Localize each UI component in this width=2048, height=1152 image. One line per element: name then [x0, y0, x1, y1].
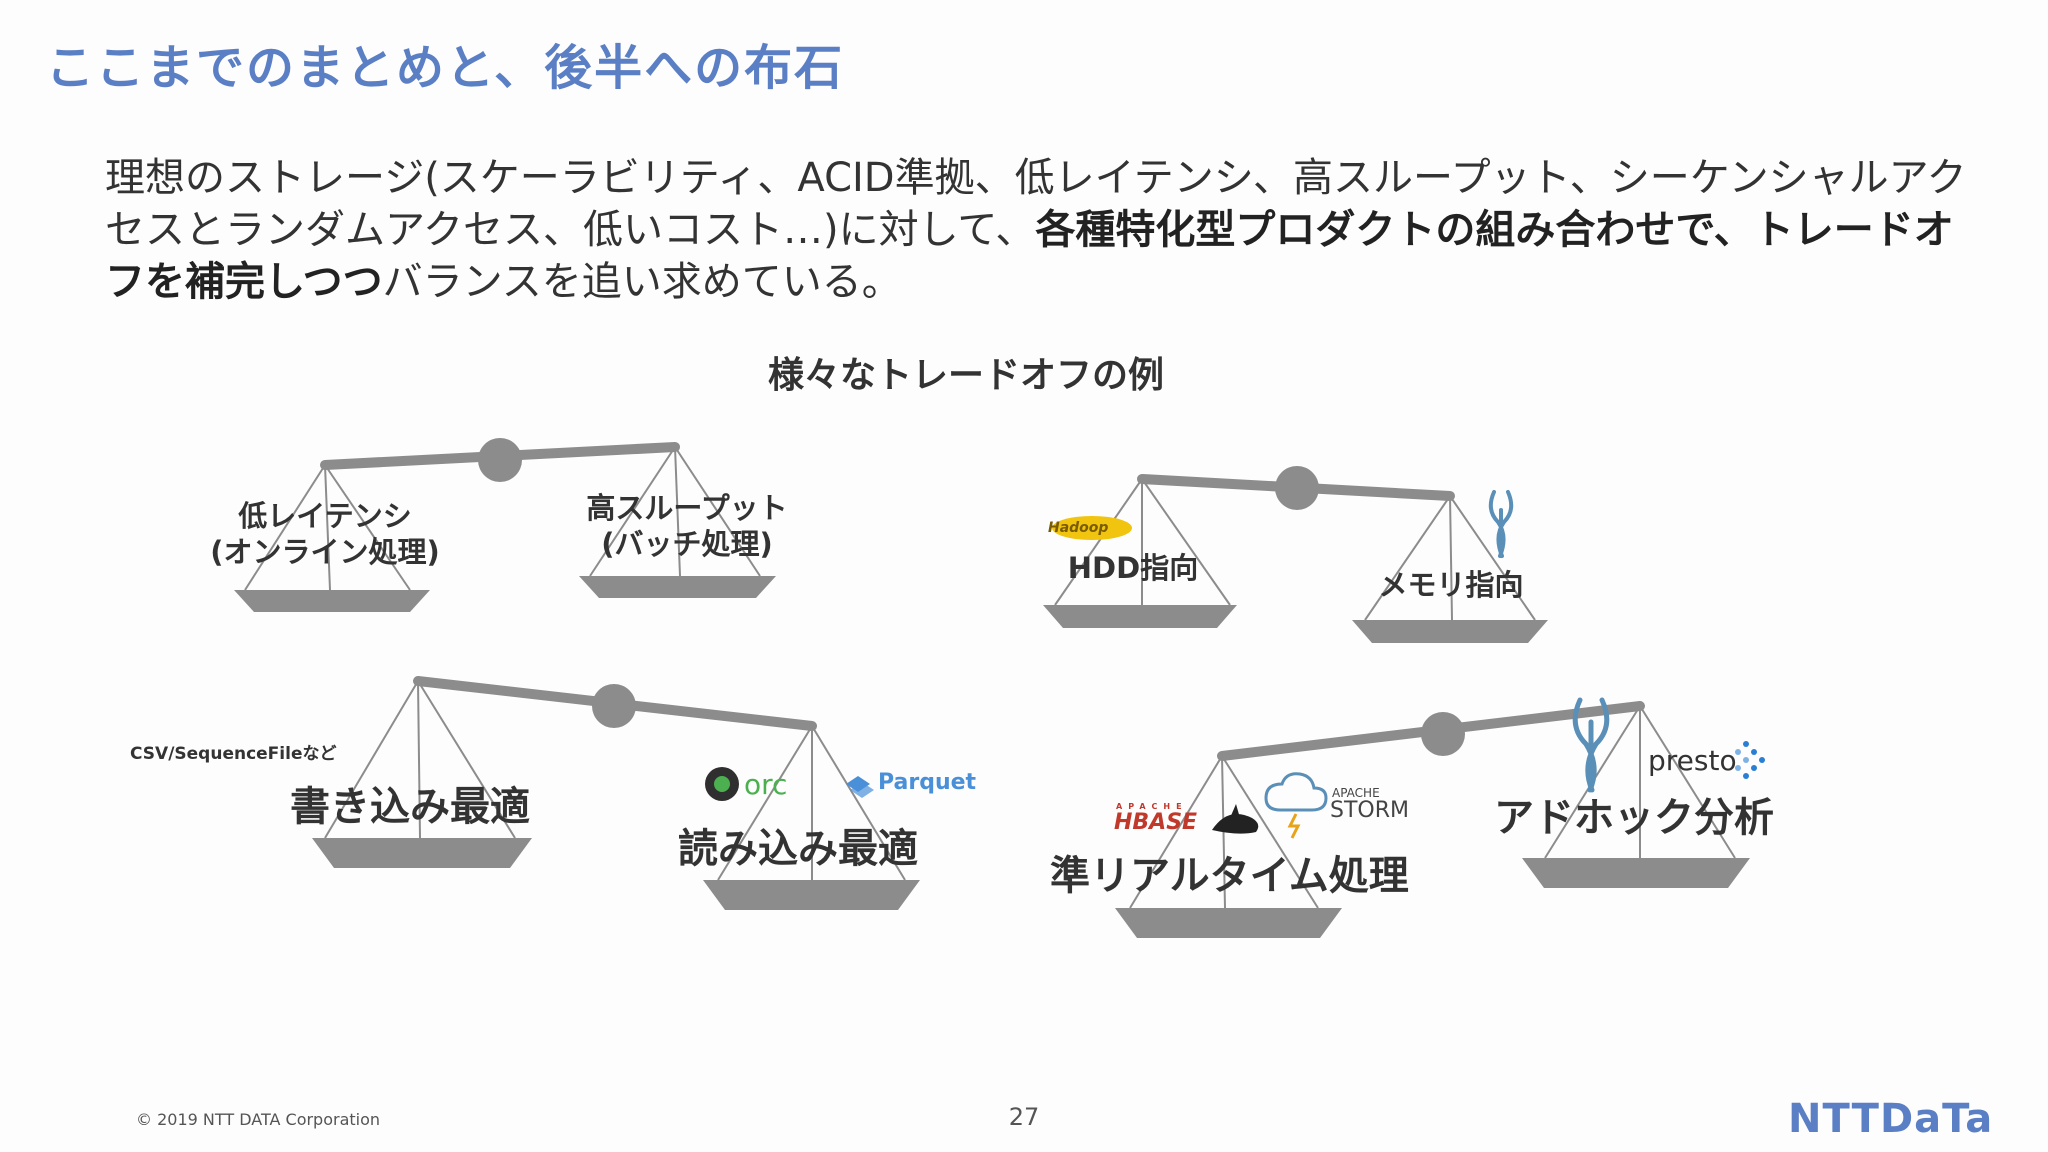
label-high-throughput: 高スループット (バッチ処理) — [562, 490, 812, 562]
page-number: 27 — [1008, 1103, 1040, 1131]
parquet-icon — [846, 776, 874, 798]
label-high-throughput-line1: 高スループット — [586, 491, 788, 525]
orca-icon — [1212, 804, 1259, 834]
scale-format — [312, 676, 920, 910]
label-read-optimized: 読み込み最適 — [678, 826, 918, 872]
hive-icon-2 — [1572, 697, 1610, 793]
hbase-apache-logo: APACHE — [1116, 802, 1188, 811]
copyright: © 2019 NTT DATA Corporation — [136, 1110, 381, 1129]
label-low-latency: 低レイテンシ (オンライン処理) — [205, 498, 445, 570]
lead-paragraph: 理想のストレージ(スケーラビリティ、ACID準拠、低レイテンシ、高スループット、… — [105, 152, 1985, 308]
scale-analytics — [1115, 701, 1750, 938]
label-near-realtime: 準リアルタイム処理 — [1050, 853, 1409, 899]
hadoop-icon — [1052, 516, 1132, 540]
storm-logo: STORM — [1330, 798, 1409, 823]
label-low-latency-line2: (オンライン処理) — [210, 535, 440, 569]
label-csv-note: CSV/SequenceFileなど — [130, 744, 337, 764]
label-hdd: HDD指向 — [1067, 551, 1199, 585]
orc-logo: orc — [744, 768, 788, 801]
storm-apache-logo: APACHE — [1332, 786, 1380, 800]
lead-text-1: 理想のストレージ(スケーラビリティ、ACID準拠、低レイテンシ、高スループット、… — [105, 155, 1967, 253]
presto-logo: presto — [1648, 744, 1737, 777]
slide-title: ここまでのまとめと、後半への布石 — [46, 40, 845, 96]
label-high-throughput-line2: (バッチ処理) — [601, 527, 773, 561]
nttdata-logo: NTTDaTa — [1788, 1096, 1994, 1142]
scale-latency — [234, 438, 776, 612]
presto-icon — [1735, 741, 1765, 779]
hbase-logo: HBASE — [1114, 810, 1198, 835]
subheading: 様々なトレードオフの例 — [767, 355, 1164, 396]
storm-icon — [1264, 772, 1328, 839]
orc-icon — [705, 767, 739, 801]
label-memory: メモリ指向 — [1378, 568, 1524, 602]
hadoop-logo: Hadoop — [1048, 520, 1109, 536]
lead-text-2: バランスを追い求めている。 — [382, 259, 902, 305]
label-write-optimized: 書き込み最適 — [290, 784, 530, 830]
parquet-logo: Parquet — [878, 770, 977, 795]
label-low-latency-line1: 低レイテンシ — [238, 499, 412, 533]
hive-icon — [1488, 490, 1514, 558]
lead-text-bold: 各種特化型プロダクトの組み合わせで、トレードオフを補完しつつ — [105, 207, 1954, 305]
scale-storage — [1043, 466, 1548, 643]
label-adhoc: アドホック分析 — [1494, 795, 1774, 841]
